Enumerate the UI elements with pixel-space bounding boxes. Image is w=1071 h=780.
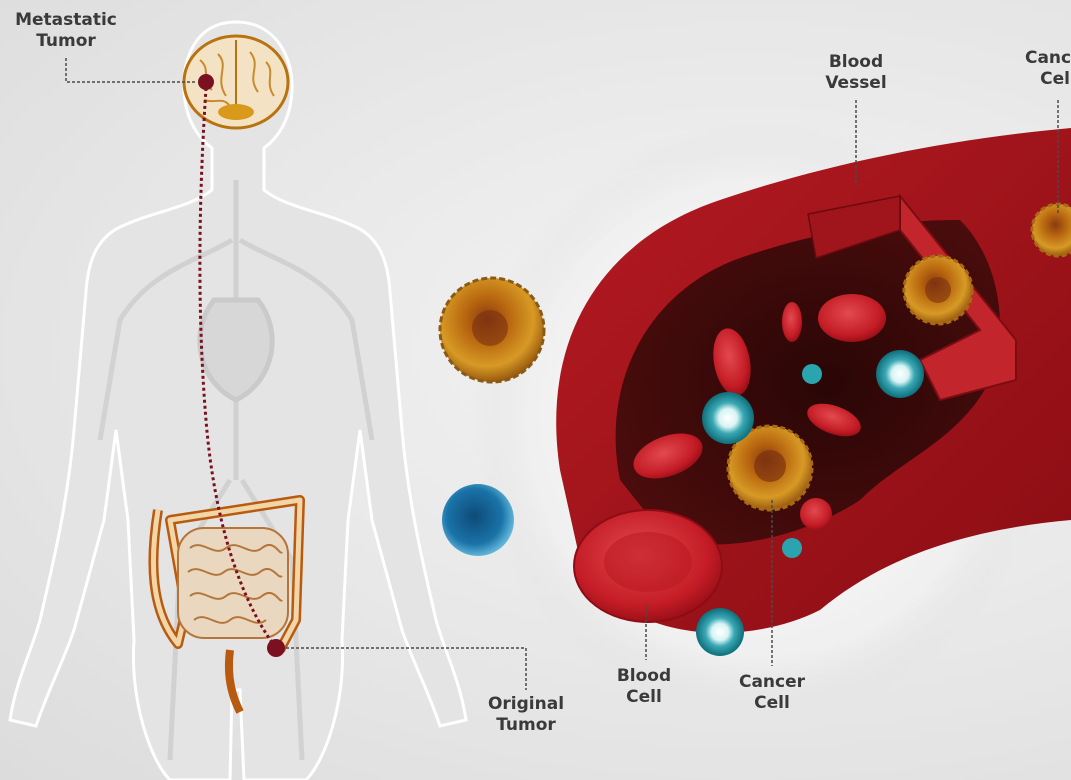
blood-vessel-illustration — [440, 100, 1071, 720]
original-tumor-label: Original Tumor — [474, 694, 578, 736]
metastatic-tumor-label: Metastatic Tumor — [4, 10, 128, 52]
blood-cell-label: Blood Cell — [598, 666, 690, 708]
cancer-cell-wall — [904, 256, 972, 324]
human-body-figure — [10, 22, 526, 780]
original-tumor-dot — [267, 639, 285, 657]
immune-cell-blue — [442, 484, 514, 556]
cancer-cell-top-label: Cancer Cell — [1008, 48, 1071, 90]
cancer-cell-label: Cancer Cell — [720, 672, 824, 714]
metastatic-tumor-dot — [198, 74, 214, 90]
blood-vessel-label: Blood Vessel — [806, 52, 906, 94]
metastatic-tumor-leader — [66, 58, 196, 82]
cancer-cell-floating — [440, 278, 544, 382]
